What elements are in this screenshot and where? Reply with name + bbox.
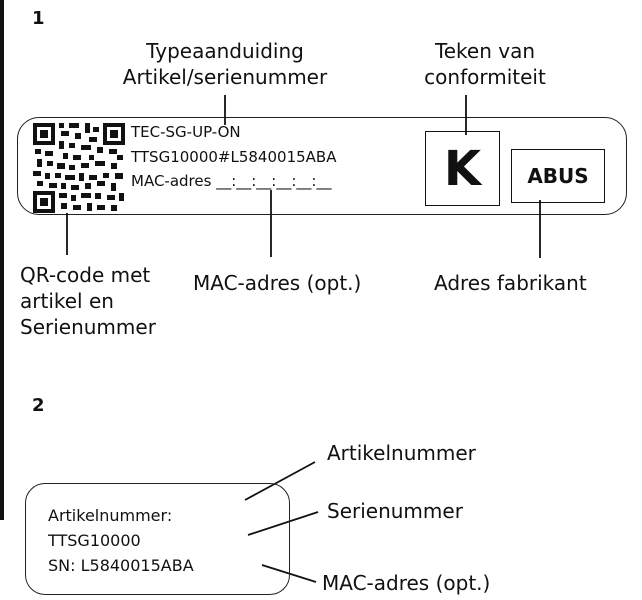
brand-name: ABUS (527, 164, 589, 188)
callout-conformity-line1: Teken van (434, 39, 536, 63)
callout-type-designation: Typeaanduiding Artikel/serienummer (100, 38, 350, 90)
callout-article-number: Artikelnummer (327, 441, 476, 465)
manufacturer-logo-box: ABUS (511, 149, 605, 203)
packaging-label (25, 483, 290, 595)
label-type-code: TEC-SG-UP-ON (131, 123, 241, 141)
callout-qr-line3: Serienummer (20, 315, 156, 339)
label2-article-heading: Artikelnummer: (48, 506, 173, 525)
label2-serial-number: SN: L5840015ABA (48, 556, 194, 575)
label2-article-number: TTSG10000 (48, 531, 141, 550)
product-label (17, 117, 627, 215)
leader-article (244, 461, 316, 501)
conformity-mark: K (425, 131, 500, 206)
callout-manufacturer-address: Adres fabrikant (434, 271, 587, 295)
leader-serial (247, 511, 319, 536)
callout-qr-line1: QR-code met (20, 263, 151, 287)
left-margin-bar (0, 0, 4, 520)
callout-mac-address: MAC-adres (opt.) (193, 271, 362, 295)
callout-serial-number: Serienummer (327, 499, 463, 523)
callout-type-line1: Typeaanduiding (146, 39, 304, 63)
qr-code-icon (33, 123, 125, 213)
callout-type-line2: Artikel/serienummer (122, 65, 328, 89)
section-1-number: 1 (32, 8, 45, 29)
callout-qr-line2: artikel en (20, 289, 114, 313)
label-mac-address-line: MAC-adres __:__:__:__:__:__ (131, 172, 332, 190)
callout-conformity-line2: conformiteit (424, 65, 546, 89)
label-article-serial: TTSG10000#L5840015ABA (131, 148, 337, 166)
section-2-number: 2 (32, 395, 45, 416)
callout-conformity: Teken van conformiteit (400, 38, 570, 90)
conformity-mark-letter: K (443, 140, 482, 197)
callout-mac-address-2: MAC-adres (opt.) (322, 571, 491, 595)
callout-qr-code: QR-code met artikel en Serienummer (20, 262, 156, 340)
